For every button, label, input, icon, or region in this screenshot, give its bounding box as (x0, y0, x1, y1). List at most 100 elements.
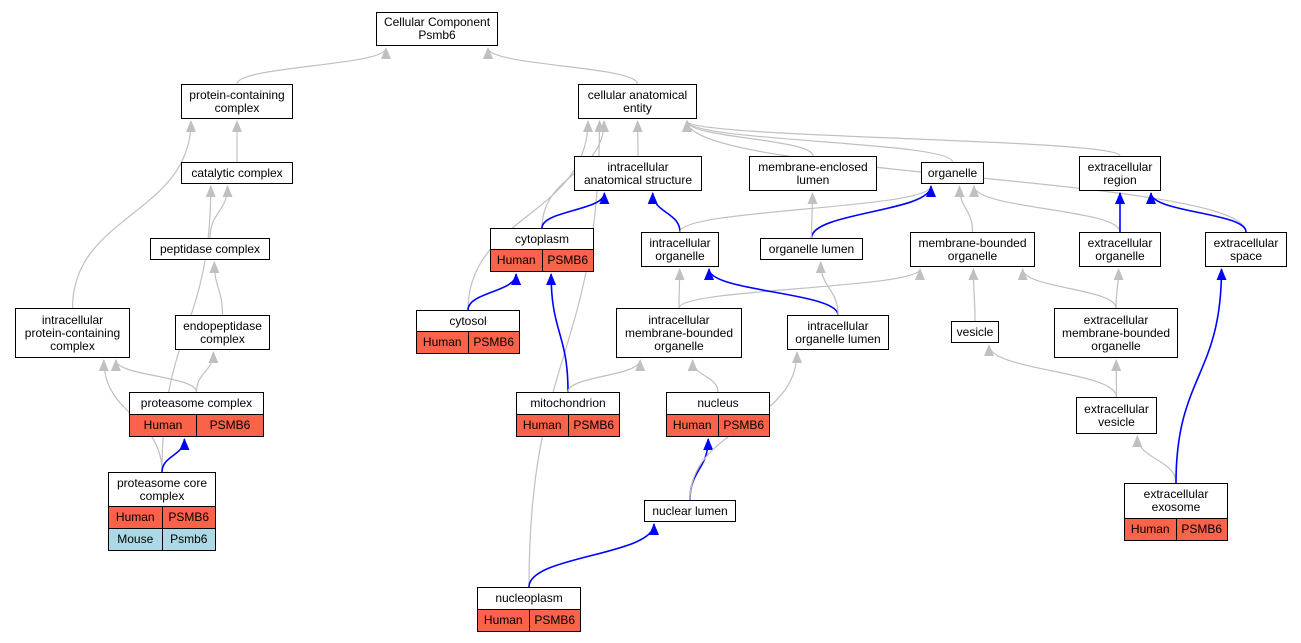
edge-extracellular-membrane-bounded-organelle-to-extracellular-organelle (1113, 268, 1124, 309)
edge-extracellular-exosome-to-extracellular-vesicle (1132, 435, 1177, 484)
edge-intracellular-organelle-to-intracellular-anatomical-structure (647, 192, 681, 233)
node-label: organelle lumen (768, 241, 855, 256)
node-peptidase-complex[interactable]: peptidase complex (150, 238, 270, 260)
gene-cell: PSMB6 (528, 610, 581, 631)
gene-cell: PSMB6 (567, 415, 620, 436)
node-label: intracellular organelle (649, 235, 711, 263)
species-row-human: Human PSMB6 (130, 414, 263, 436)
edge-extracellular-space-to-extracellular-region (1146, 192, 1247, 233)
edge-extracellular-vesicle-to-vesicle (984, 344, 1118, 398)
edge-cytoplasm-to-intracellular-anatomical-structure (541, 192, 610, 229)
species-cell: Human (483, 613, 523, 627)
node-nuclear-lumen[interactable]: nuclear lumen (644, 500, 736, 522)
node-intracellular-membrane-bounded-organelle[interactable]: intracellular membrane-bounded organelle (616, 308, 742, 358)
edge-mitochondrion-to-intracellular-membrane-bounded-organelle (567, 359, 646, 393)
node-label: cellular anatomical entity (587, 87, 688, 115)
node-intracellular-organelle-lumen[interactable]: intracellular organelle lumen (787, 315, 889, 350)
node-label: intracellular protein-containing complex (24, 312, 121, 353)
node-extracellular-organelle[interactable]: extracellular organelle (1079, 232, 1161, 267)
edge-intracellular-organelle-lumen-to-intracellular-organelle (704, 268, 839, 316)
node-label: extracellular organelle (1087, 235, 1153, 263)
node-label: extracellular region (1087, 159, 1153, 187)
edge-cytosol-to-cytoplasm (467, 273, 522, 311)
node-label: extracellular space (1213, 235, 1279, 263)
gene-cell: PSMB6 (161, 507, 216, 528)
node-label: intracellular membrane-bounded organelle (624, 312, 734, 353)
node-label: intracellular anatomical structure (583, 159, 693, 187)
edge-proteasome-complex-to-endopeptidase-complex (195, 351, 219, 393)
species-cell: Mouse (117, 532, 154, 546)
node-root[interactable]: Cellular Component Psmb6 (376, 12, 498, 46)
species-cell: Human (143, 418, 183, 432)
edge-mitochondrion-to-cytoplasm (546, 273, 569, 393)
node-extracellular-space[interactable]: extracellular space (1205, 232, 1287, 267)
edge-intracellular-protein-containing-complex-to-protein-containing-complex (71, 120, 196, 309)
gene-cell: PSMB6 (196, 415, 263, 436)
node-label: proteasome core complex (116, 475, 208, 503)
node-extracellular-membrane-bounded-organelle[interactable]: extracellular membrane-bounded organelle (1054, 308, 1178, 358)
node-intracellular-organelle[interactable]: intracellular organelle (641, 232, 719, 267)
species-cell: Human (1130, 522, 1170, 536)
edge-nucleoplasm-to-nuclear-lumen (528, 523, 659, 588)
node-label: nuclear lumen (652, 503, 728, 518)
edge-cytoplasm-to-cellular-anatomical-entity (541, 120, 610, 229)
gene-cell: PSMB6 (541, 250, 594, 271)
edge-intracellular-organelle-to-organelle (679, 185, 936, 233)
edge-peptidase-complex-to-catalytic-complex (209, 185, 233, 239)
species-cell: Human (422, 335, 462, 349)
node-label: membrane-bounded organelle (918, 235, 1027, 263)
edge-organelle-lumen-to-organelle (810, 185, 936, 239)
node-catalytic-complex[interactable]: catalytic complex (181, 162, 293, 184)
node-organelle[interactable]: organelle (921, 162, 984, 184)
gene-cell: PSMB6 (1175, 519, 1228, 540)
edge-extracellular-exosome-to-extracellular-space (1175, 268, 1227, 484)
edge-vesicle-to-membrane-bounded-organelle (968, 268, 979, 322)
edge-cytosol-to-cellular-anatomical-entity (467, 120, 593, 311)
edge-nuclear-lumen-to-nucleus (689, 438, 714, 501)
edge-cellular-anatomical-entity-to-root (483, 47, 639, 85)
node-membrane-enclosed-lumen[interactable]: membrane-enclosed lumen (749, 156, 877, 191)
species-row-mouse: Mouse Psmb6 (109, 528, 215, 550)
node-vesicle[interactable]: vesicle (951, 321, 999, 343)
edge-extracellular-organelle-to-organelle (969, 185, 1121, 233)
species-cell: Human (496, 253, 536, 267)
node-organelle-lumen[interactable]: organelle lumen (760, 238, 863, 260)
node-label: nucleoplasm (495, 591, 563, 605)
node-membrane-bounded-organelle[interactable]: membrane-bounded organelle (910, 232, 1035, 267)
node-label: peptidase complex (159, 241, 261, 256)
node-label: proteasome complex (140, 396, 253, 410)
edge-extracellular-membrane-bounded-organelle-to-membrane-bounded-organelle (1017, 268, 1117, 309)
node-extracellular-vesicle[interactable]: extracellular vesicle (1076, 397, 1157, 434)
gene-cell: PSMB6 (717, 415, 770, 436)
node-intracellular-protein-containing-complex[interactable]: intracellular protein-containing complex (15, 308, 130, 358)
edge-protein-containing-complex-to-root (236, 47, 391, 85)
gene-cell: Psmb6 (161, 529, 216, 550)
edge-intracellular-membrane-bounded-organelle-to-intracellular-organelle (674, 268, 685, 309)
node-extracellular-region[interactable]: extracellular region (1079, 156, 1161, 191)
species-row-human: Human PSMB6 (478, 609, 580, 631)
node-label: organelle (927, 165, 978, 180)
node-protein-containing-complex[interactable]: protein-containing complex (181, 84, 293, 119)
node-endopeptidase-complex[interactable]: endopeptidase complex (175, 315, 270, 350)
edge-endopeptidase-complex-to-peptidase-complex (209, 261, 224, 316)
node-label: protein-containing complex (189, 87, 285, 115)
node-label: extracellular membrane-bounded organelle (1061, 312, 1171, 353)
node-label: membrane-enclosed lumen (758, 159, 868, 187)
node-intracellular-anatomical-structure[interactable]: intracellular anatomical structure (574, 156, 702, 191)
edge-extracellular-region-to-cellular-anatomical-entity (682, 120, 1121, 157)
node-cellular-anatomical-entity[interactable]: cellular anatomical entity (578, 84, 697, 119)
species-cell: Human (115, 510, 155, 524)
node-label: Cellular Component Psmb6 (383, 15, 491, 42)
edge-nucleus-to-intracellular-membrane-bounded-organelle (687, 359, 719, 393)
